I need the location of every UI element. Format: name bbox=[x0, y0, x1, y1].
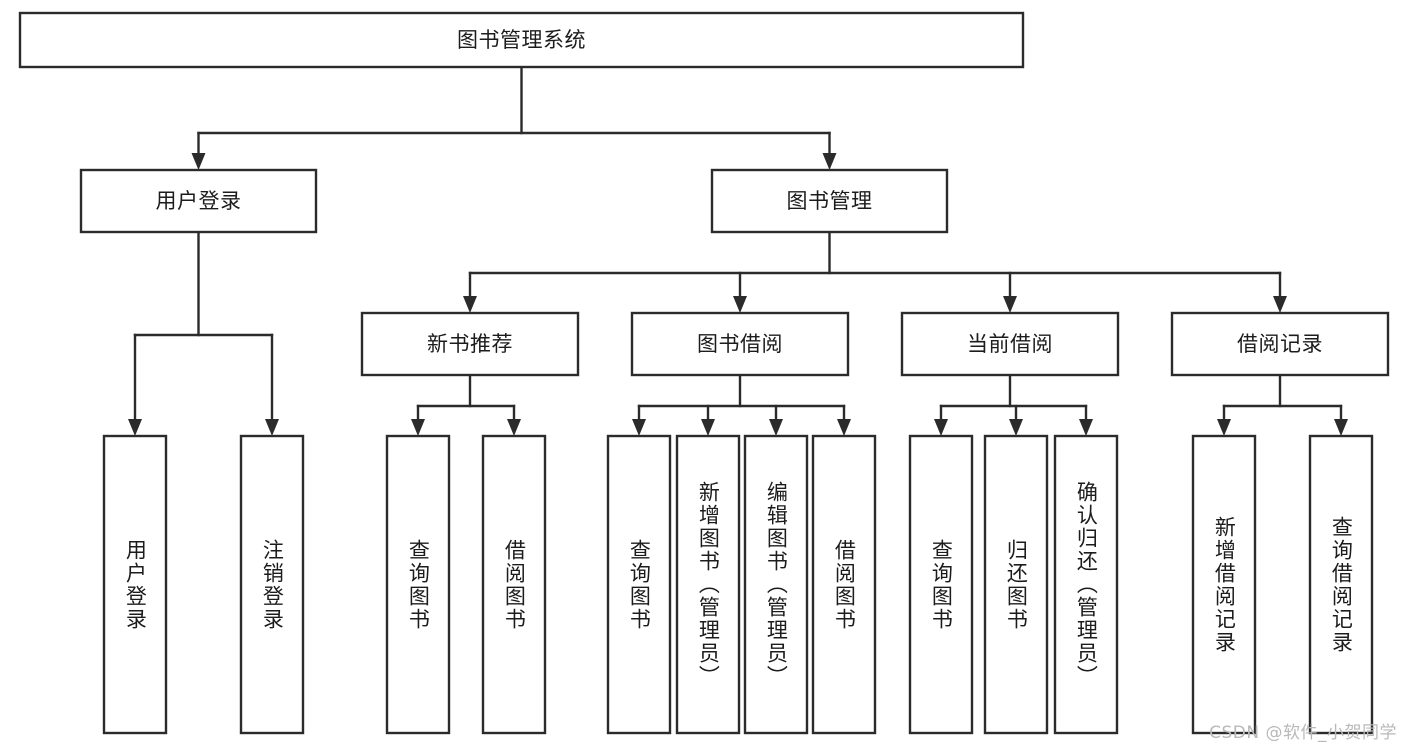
arrow-head-leaf-return-book bbox=[1009, 419, 1023, 436]
node-box-leaf-query-book-3 bbox=[908, 434, 974, 735]
node-box-leaf-edit-book bbox=[743, 434, 809, 735]
arrow-head-leaf-edit-book bbox=[769, 419, 783, 436]
arrow-head-leaf-query-book-2 bbox=[632, 419, 646, 436]
node-box-leaf-query-book-1 bbox=[385, 434, 451, 735]
node-box-layer bbox=[18, 11, 1390, 735]
arrow-head-leaf-add-record bbox=[1217, 419, 1231, 436]
arrow-head-leaf-borrow-book-1 bbox=[507, 419, 521, 436]
node-box-root bbox=[18, 11, 1025, 69]
connector-layer bbox=[128, 65, 1348, 436]
arrow-head-new-book-recommend bbox=[463, 296, 477, 313]
arrow-head-leaf-add-book bbox=[701, 419, 715, 436]
node-box-book-manage bbox=[710, 168, 949, 234]
node-box-leaf-query-record bbox=[1308, 434, 1374, 735]
node-box-leaf-return-book bbox=[983, 434, 1049, 735]
node-box-leaf-add-record bbox=[1191, 434, 1257, 735]
node-box-new-book-recommend bbox=[360, 311, 580, 377]
arrow-head-borrow-record bbox=[1273, 296, 1287, 313]
node-box-book-borrow bbox=[630, 311, 850, 377]
arrow-head-leaf-query-book-3 bbox=[934, 419, 948, 436]
node-box-leaf-logout bbox=[239, 434, 305, 735]
node-box-borrow-record bbox=[1170, 311, 1390, 377]
node-box-leaf-borrow-book-1 bbox=[481, 434, 547, 735]
arrow-head-leaf-borrow-book-2 bbox=[837, 419, 851, 436]
node-box-leaf-borrow-book-2 bbox=[811, 434, 877, 735]
node-box-current-borrow bbox=[900, 311, 1120, 377]
arrow-head-leaf-logout bbox=[265, 419, 279, 436]
node-box-leaf-user-login bbox=[102, 434, 168, 735]
node-box-user-login bbox=[79, 168, 318, 234]
arrow-head-leaf-query-record bbox=[1334, 419, 1348, 436]
arrow-head-leaf-user-login bbox=[128, 419, 142, 436]
arrow-head-leaf-query-book-1 bbox=[411, 419, 425, 436]
arrow-head-book-borrow bbox=[733, 296, 747, 313]
arrow-head-book-manage bbox=[822, 153, 837, 170]
node-box-leaf-confirm-return bbox=[1053, 434, 1119, 735]
arrow-head-leaf-confirm-return bbox=[1079, 419, 1093, 436]
node-box-leaf-query-book-2 bbox=[606, 434, 672, 735]
arrow-head-user-login bbox=[191, 153, 206, 170]
node-box-leaf-add-book bbox=[675, 434, 741, 735]
arrow-head-current-borrow bbox=[1003, 296, 1017, 313]
